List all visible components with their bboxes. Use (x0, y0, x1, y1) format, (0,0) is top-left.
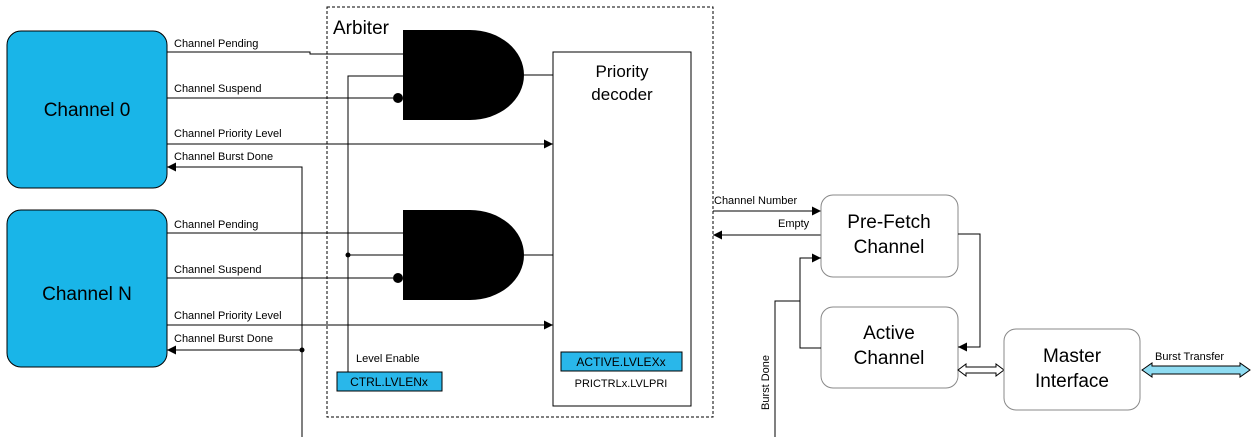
and-gate-n-invert-bubble (393, 273, 403, 283)
prictrl-register-label: PRICTRLx.LVLPRI (575, 378, 668, 390)
level-enable-junction (345, 252, 351, 258)
burst-done-vertical-label: Burst Done (760, 355, 772, 410)
burst-transfer-label: Burst Transfer (1155, 351, 1224, 363)
ctrl-register-label: CTRL.LVLENx (350, 375, 428, 389)
active-channel-line1: Active (863, 323, 915, 344)
prefetch-channel-line2: Channel (854, 237, 925, 258)
ch0-priority-label: Channel Priority Level (174, 128, 282, 140)
and-gate-0-invert-bubble (393, 93, 403, 103)
prefetch-channel-block (820, 194, 959, 278)
active-register (560, 351, 683, 372)
ch0-pending-label: Channel Pending (174, 38, 258, 50)
active-master-link (957, 363, 1005, 377)
burstdone-junction (299, 347, 305, 353)
arbiter-container (326, 6, 714, 418)
arbiter-title: Arbiter (333, 18, 390, 39)
channel-n-block (6, 209, 168, 368)
master-interface-block (1003, 328, 1141, 411)
priority-decoder-block (552, 51, 692, 407)
channel-0-label: Channel 0 (44, 100, 131, 121)
ch0-suspend-label: Channel Suspend (174, 83, 261, 95)
and-gate-0 (403, 30, 524, 120)
ch0-pending-line (167, 51, 403, 55)
channel-number-label: Channel Number (714, 195, 797, 207)
chn-priority-label: Channel Priority Level (174, 310, 282, 322)
chn-suspend-label: Channel Suspend (174, 264, 261, 276)
priority-decoder-line1: Priority (596, 62, 649, 81)
prefetch-channel-line1: Pre-Fetch (847, 212, 930, 233)
burst-transfer-arrow (1141, 362, 1251, 378)
ch0-burstdone-label: Channel Burst Done (174, 151, 273, 163)
channel-0-block (6, 30, 168, 189)
active-register-label: ACTIVE.LVLEXx (576, 355, 665, 369)
level-enable-line-top (347, 75, 403, 372)
master-interface-line1: Master (1043, 346, 1102, 367)
ch0-burstdone-arrow (167, 162, 303, 437)
chn-pending-label: Channel Pending (174, 219, 258, 231)
active-channel-line2: Channel (854, 348, 925, 369)
ctrl-register (336, 371, 443, 392)
prefetch-to-active-arrow (958, 233, 981, 352)
priority-decoder-line2: decoder (591, 85, 653, 104)
and-gate-n (403, 210, 524, 300)
master-interface-line2: Interface (1035, 371, 1109, 392)
level-enable-label: Level Enable (356, 353, 420, 365)
empty-label: Empty (778, 218, 810, 230)
burst-done-branch (799, 301, 821, 349)
chn-burstdone-label: Channel Burst Done (174, 333, 273, 345)
channel-n-label: Channel N (42, 284, 132, 305)
